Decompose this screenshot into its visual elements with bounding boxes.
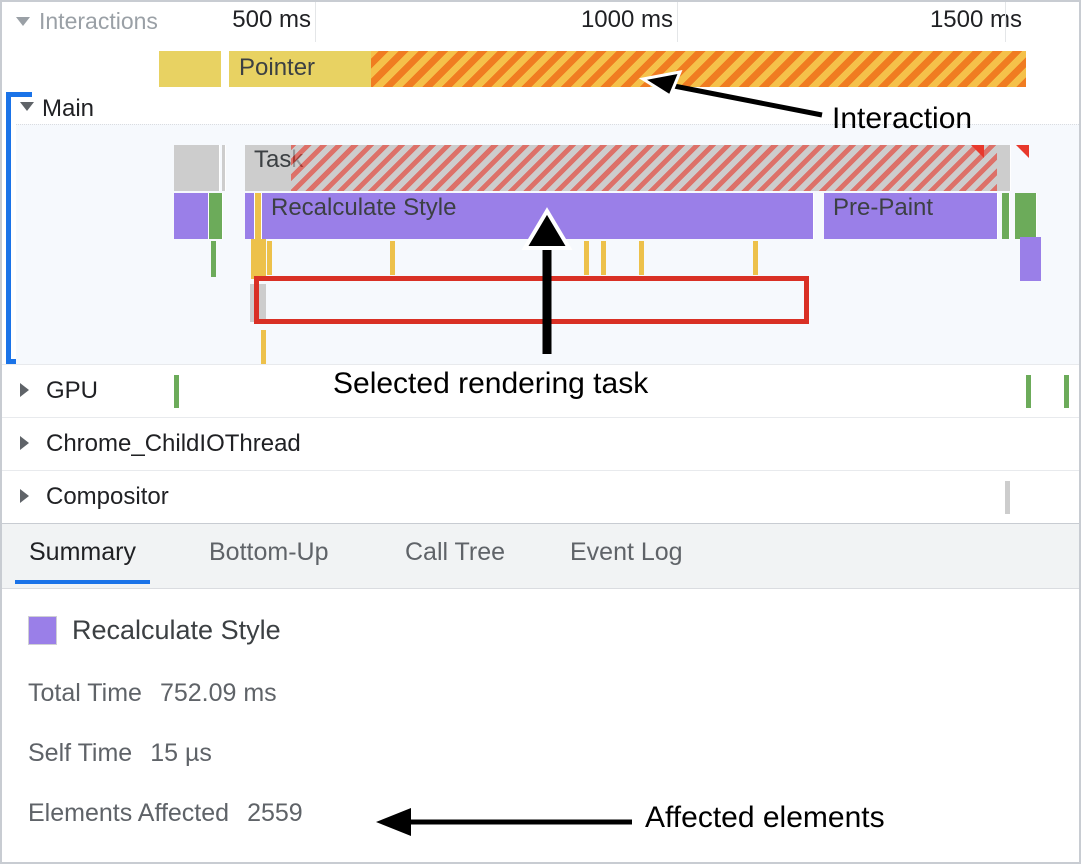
chevron-right-icon[interactable] (20, 436, 29, 450)
flame-event-task[interactable] (222, 145, 226, 191)
flame-event-label: Recalculate Style (271, 194, 457, 221)
tab-summary[interactable]: Summary (15, 538, 150, 584)
track-label-gpu: GPU (46, 377, 99, 404)
main-flamechart[interactable]: Task Recalculate Style Pre-Paint (16, 124, 1079, 372)
chevron-down-icon[interactable] (16, 17, 30, 26)
chevron-right-icon[interactable] (20, 383, 29, 397)
gpu-marker[interactable] (1026, 375, 1031, 408)
compositor-marker[interactable] (1005, 481, 1010, 514)
flame-event-paint[interactable] (1015, 193, 1037, 239)
track-gpu[interactable]: GPU (2, 364, 1079, 418)
summary-value: 15 µs (150, 739, 212, 767)
flame-event-script[interactable] (255, 193, 262, 239)
summary-event-name: Recalculate Style (72, 615, 281, 645)
flame-event-rendering[interactable] (174, 193, 209, 239)
flame-tickmark[interactable] (261, 330, 266, 372)
long-task-warning-icon[interactable] (971, 145, 984, 158)
flame-event-label: Pre-Paint (833, 194, 934, 221)
summary-value: 752.09 ms (159, 679, 277, 707)
track-compositor[interactable]: Compositor (2, 470, 1079, 524)
flame-event-paint[interactable] (1002, 193, 1010, 239)
track-label-compositor: Compositor (46, 483, 169, 510)
flame-tickmark[interactable] (390, 241, 395, 275)
annotation-label-affected-elements: Affected elements (645, 801, 885, 834)
gpu-marker[interactable] (174, 375, 179, 408)
flame-tickmark[interactable] (639, 241, 644, 275)
track-header-main[interactable]: Main (2, 92, 1079, 124)
flame-tickmark[interactable] (753, 241, 758, 275)
summary-event-title: Recalculate Style (28, 615, 1079, 646)
summary-value: 2559 (247, 799, 303, 827)
flame-event-rendering[interactable] (245, 193, 255, 239)
summary-row-elements-affected: Elements Affected 2559 (28, 799, 1079, 828)
ruler-tick-label: 1000 ms (580, 6, 673, 33)
track-label-chrome-childiothread: Chrome_ChildIOThread (46, 430, 301, 457)
tab-bottom-up[interactable]: Bottom-Up (209, 538, 329, 566)
long-task-warning-icon[interactable] (1016, 145, 1029, 158)
interaction-block[interactable] (159, 51, 221, 87)
flame-event-recalculate-style[interactable]: Recalculate Style (262, 193, 814, 239)
summary-label: Elements Affected (28, 799, 230, 827)
summary-content: Recalculate Style Total Time 752.09 ms S… (2, 589, 1079, 828)
track-label-interactions: Interactions (39, 8, 158, 34)
annotation-label-selected-task: Selected rendering task (333, 367, 649, 400)
summary-row-total-time: Total Time 752.09 ms (28, 679, 1079, 708)
annotation-label-interaction: Interaction (832, 102, 973, 135)
track-header-interactions[interactable]: Interactions (16, 8, 158, 35)
flame-tickmark[interactable] (601, 241, 606, 275)
long-task-hatch (291, 145, 997, 191)
summary-label: Self Time (28, 739, 133, 767)
flame-event-task[interactable] (174, 145, 220, 191)
tab-call-tree[interactable]: Call Tree (405, 538, 506, 566)
interaction-long-hatched[interactable] (371, 51, 1026, 87)
flame-tickmark[interactable] (251, 239, 266, 279)
ruler-tick-label: 1500 ms (929, 6, 1022, 33)
interaction-pointer-label: Pointer (239, 54, 316, 81)
flame-tickmark[interactable] (584, 241, 589, 275)
ruler-tick-label: 500 ms (232, 6, 311, 33)
summary-label: Total Time (28, 679, 142, 707)
flame-tickmark[interactable] (1020, 237, 1041, 281)
flame-tickmark[interactable] (211, 241, 216, 277)
flame-tickmark[interactable] (267, 241, 272, 275)
chevron-down-icon[interactable] (20, 102, 34, 111)
timeline-ruler: Interactions 500 ms 1000 ms 1500 ms (2, 2, 1079, 523)
summary-row-self-time: Self Time 15 µs (28, 739, 1079, 768)
track-chrome-childiothread[interactable]: Chrome_ChildIOThread (2, 417, 1079, 471)
tab-event-log[interactable]: Event Log (570, 538, 683, 566)
chevron-right-icon[interactable] (20, 489, 29, 503)
track-label-main: Main (42, 95, 95, 122)
details-pane: Summary Bottom-Up Call Tree Event Log Re… (2, 523, 1079, 862)
flame-event-paint[interactable] (209, 193, 223, 239)
flame-event-pre-paint[interactable]: Pre-Paint (824, 193, 998, 239)
gpu-marker[interactable] (1064, 375, 1069, 408)
details-tabbar: Summary Bottom-Up Call Tree Event Log (2, 524, 1079, 589)
event-color-swatch (28, 616, 57, 645)
interaction-pointer[interactable]: Pointer (229, 51, 371, 87)
selected-event-highlight (254, 276, 809, 324)
track-selection-bracket (6, 92, 32, 364)
track-interactions: Pointer (2, 42, 1079, 92)
